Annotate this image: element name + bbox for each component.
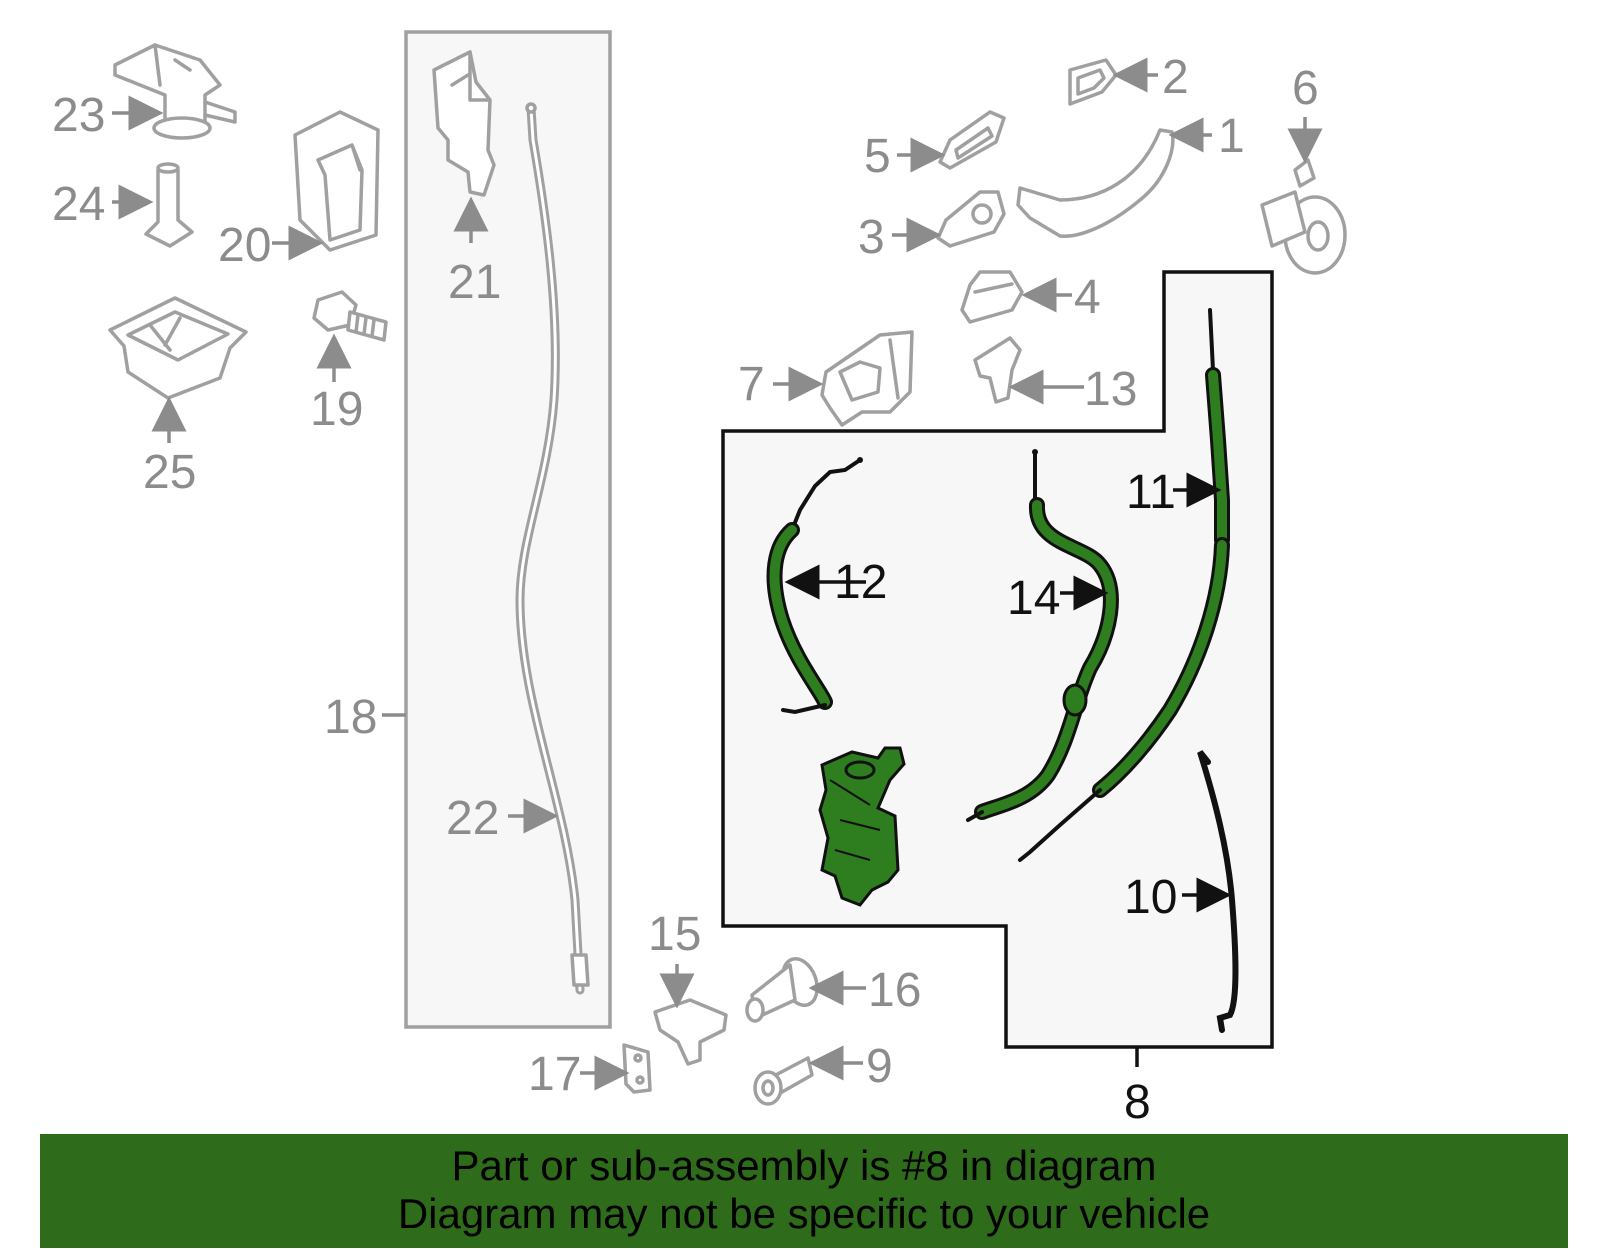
cable-part-12	[766, 457, 863, 715]
guard-part-20	[293, 110, 380, 252]
clip-part-13	[973, 336, 1022, 404]
cable-part-11	[1018, 308, 1230, 862]
callout-13: 13	[1084, 363, 1137, 416]
callout-20: 20	[218, 219, 271, 272]
plug-part-24	[144, 162, 194, 248]
callout-4: 4	[1074, 271, 1101, 324]
callout-22: 22	[446, 792, 499, 845]
cable-part-14	[966, 449, 1119, 822]
callout-2: 2	[1162, 51, 1189, 104]
callout-9: 9	[866, 1040, 893, 1093]
callout-19: 19	[310, 383, 363, 436]
callout-10: 10	[1124, 871, 1177, 924]
group-box-18	[404, 30, 612, 1029]
callout-18: 18	[324, 691, 377, 744]
bracket-part-15	[653, 998, 728, 1066]
latch-part-8	[818, 746, 906, 907]
callout-6: 6	[1292, 62, 1319, 115]
callout-12: 12	[834, 556, 887, 609]
cover-part-4	[960, 270, 1024, 324]
actuator-part-7	[820, 330, 914, 427]
callout-17: 17	[528, 1048, 581, 1101]
callout-11: 11	[1126, 466, 1176, 519]
callout-21: 21	[448, 256, 501, 309]
bushing-part-9	[753, 1056, 814, 1106]
callout-23: 23	[52, 89, 105, 142]
gasket-part-5	[938, 110, 1006, 170]
cap-part-3	[936, 190, 1006, 248]
cable-part-22	[515, 102, 590, 995]
bolt-part-19	[312, 290, 388, 342]
footer-line-1: Part or sub-assembly is #8 in diagram	[451, 1142, 1157, 1189]
callout-1: 1	[1218, 110, 1245, 163]
rod-part-10	[1197, 750, 1239, 1033]
plate-part-17	[622, 1043, 652, 1094]
callout-15: 15	[648, 908, 701, 961]
footer-line-2: Diagram may not be specific to your vehi…	[397, 1190, 1211, 1237]
footer-banner: Part or sub-assembly is #8 in diagram Di…	[40, 1134, 1568, 1248]
callout-24: 24	[52, 178, 105, 231]
bracket-part-21	[432, 50, 496, 197]
handle-part-1	[1016, 128, 1175, 238]
cup-part-25	[108, 296, 248, 400]
callout-3: 3	[858, 211, 885, 264]
callout-8: 8	[1124, 1076, 1151, 1129]
hinge-part-23	[113, 43, 237, 140]
bezel-part-2	[1068, 58, 1118, 106]
bumper-part-16	[745, 957, 819, 1023]
callout-16: 16	[868, 964, 921, 1017]
callout-25: 25	[143, 446, 196, 499]
callout-7: 7	[738, 358, 765, 411]
lock-cylinder-part-6	[1260, 158, 1347, 275]
callout-14: 14	[1007, 572, 1060, 625]
callout-5: 5	[864, 130, 891, 183]
